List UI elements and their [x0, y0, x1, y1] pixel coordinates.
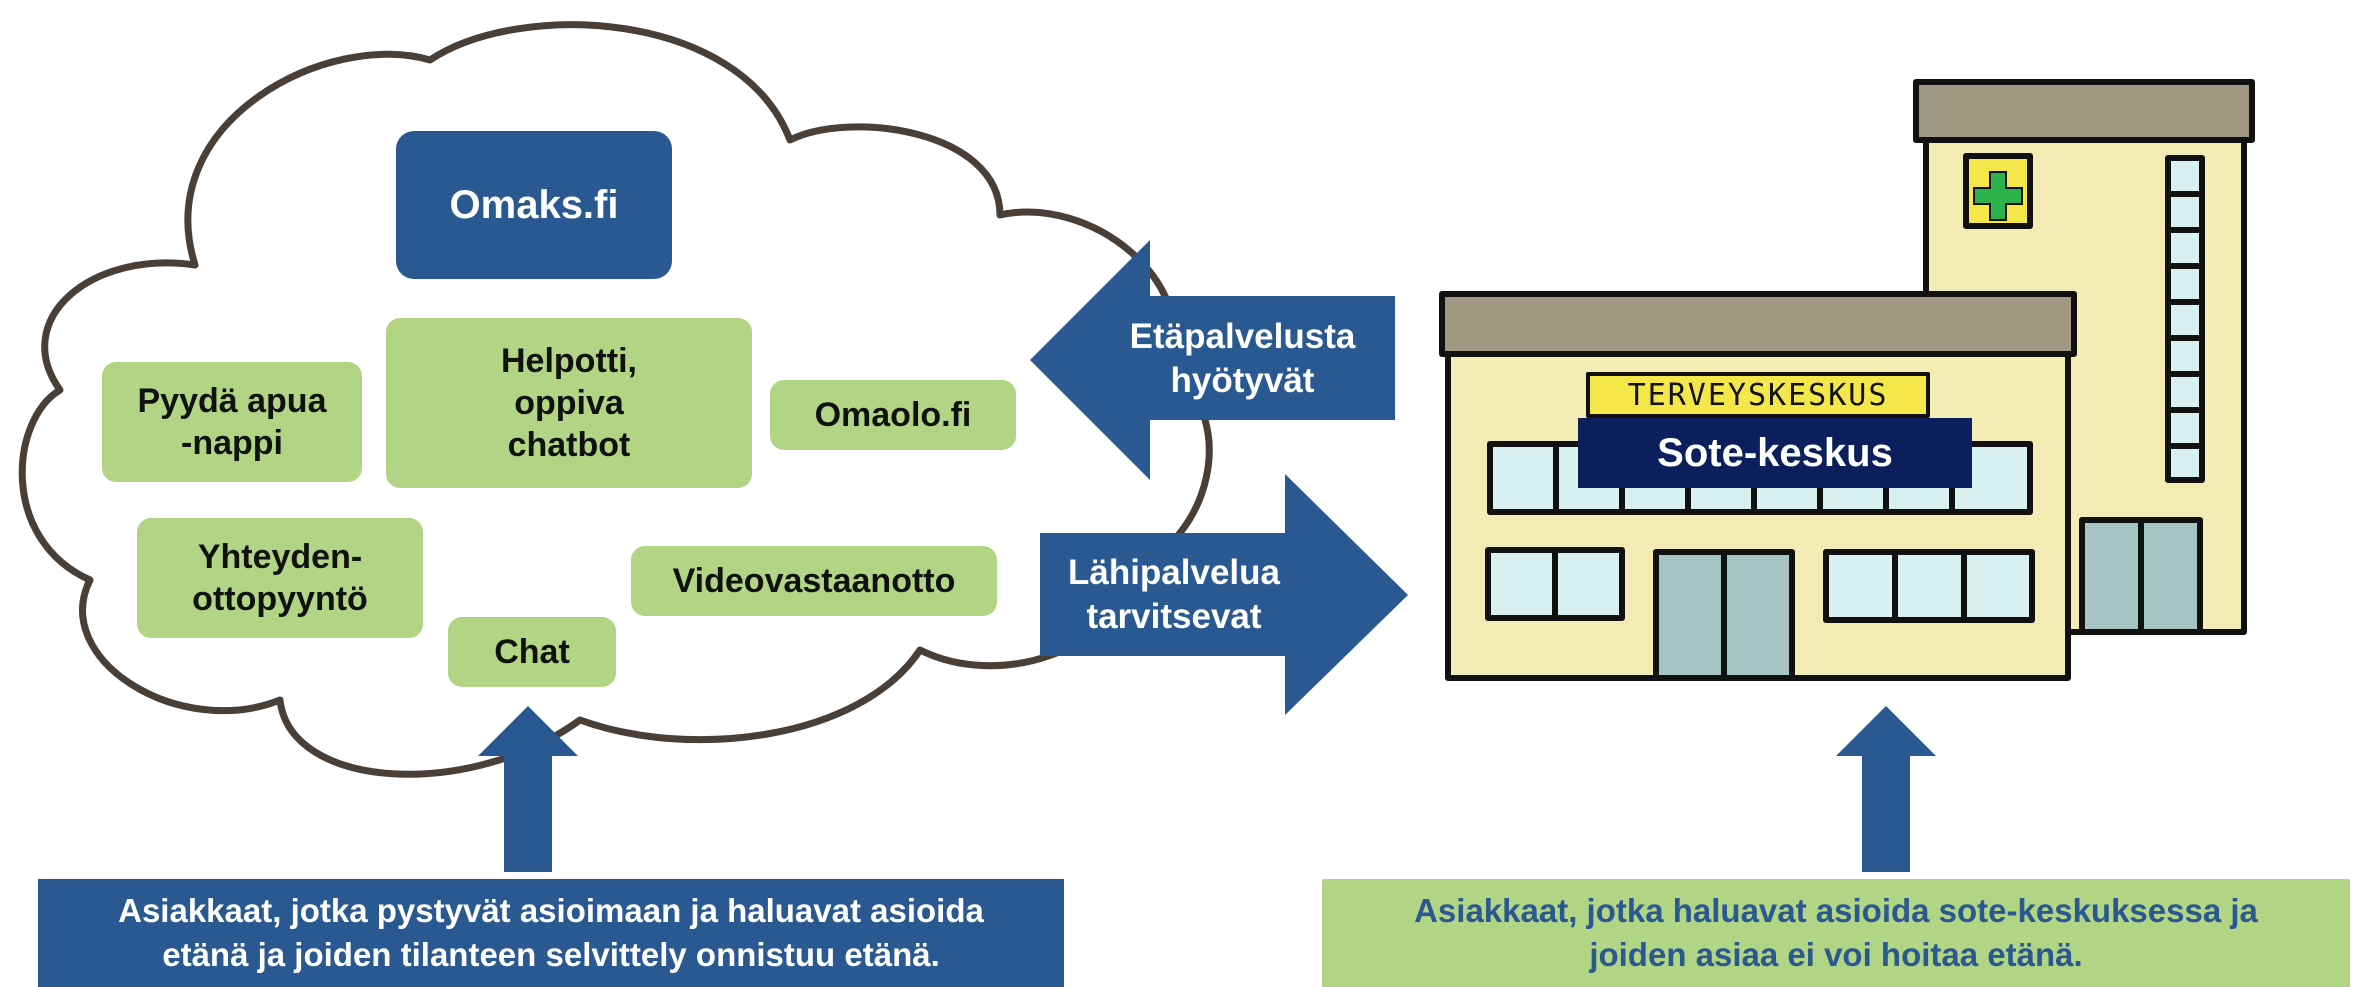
chat-box: Chat	[448, 617, 616, 687]
yhteydenottopyynto-label: Yhteyden- ottopyyntö	[192, 538, 368, 618]
omaolo-box: Omaolo.fi	[770, 380, 1016, 450]
chat-label: Chat	[494, 633, 570, 671]
yhteydenottopyynto-box: Yhteyden- ottopyyntö	[137, 518, 423, 638]
pyyda-apua-box: Pyydä apua -nappi	[102, 362, 362, 482]
videovastaanotto-label: Videovastaanotto	[672, 562, 956, 600]
arrow-right-lahipalvelu	[1040, 474, 1408, 715]
videovastaanotto-box: Videovastaanotto	[631, 546, 997, 616]
sign-text: TERVEYSKESKUS	[1628, 378, 1889, 413]
caption-left-text: Asiakkaat, jotka pystyvät asioimaan ja h…	[118, 892, 984, 973]
lahipalvelu-label: Lähipalvelua tarvitsevat	[1067, 553, 1281, 636]
sote-keskus-label: Sote-keskus	[1578, 418, 1972, 488]
helpotti-box: Helpotti, oppiva chatbot	[386, 318, 752, 488]
omaolo-label: Omaolo.fi	[814, 396, 972, 434]
tower-roof	[1913, 79, 2255, 143]
main-roof	[1439, 291, 2077, 357]
sign-board	[1586, 372, 1930, 418]
caption-right: Asiakkaat, jotka haluavat asioida sote-k…	[1322, 879, 2350, 987]
plus-icon	[1973, 171, 2023, 221]
lower-window-right	[1823, 549, 2035, 623]
helpotti-label: Helpotti, oppiva chatbot	[501, 342, 637, 464]
tower-window-strip	[2165, 155, 2205, 483]
etapalvelu-label: Etäpalvelusta hyötyvät	[1129, 317, 1356, 400]
sote-keskus-text: Sote-keskus	[1657, 430, 1893, 475]
caption-right-text: Asiakkaat, jotka haluavat asioida sote-k…	[1414, 892, 2258, 973]
caption-left: Asiakkaat, jotka pystyvät asioimaan ja h…	[38, 879, 1064, 987]
pyyda-apua-label: Pyydä apua -nappi	[137, 382, 327, 462]
omaks-label: Omaks.fi	[449, 182, 619, 227]
arrow-up-left	[478, 706, 578, 872]
omaks-box: Omaks.fi	[396, 131, 672, 279]
health-center-building	[1439, 79, 2255, 681]
arrow-left-etapalvelu	[1030, 240, 1395, 480]
arrow-up-right	[1836, 706, 1936, 872]
